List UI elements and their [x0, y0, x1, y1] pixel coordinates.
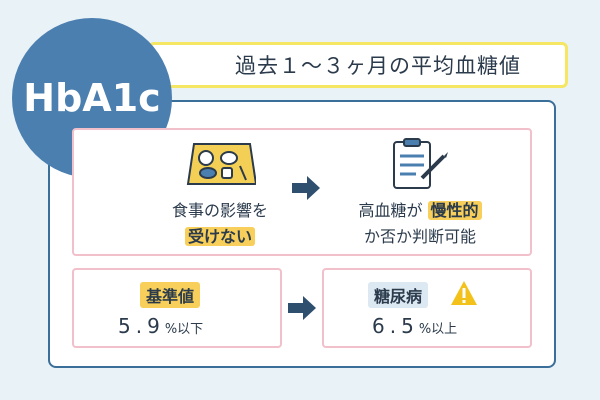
left-caption: 食事の影響を 受けない	[150, 198, 290, 250]
left-caption-line1: 食事の影響を	[171, 201, 268, 220]
title-bar: 過去１〜３ヶ月の平均血糖値	[148, 42, 568, 88]
diabetes-unit: %以上	[418, 322, 458, 337]
diabetes-label: 糖尿病	[368, 282, 429, 308]
diabetes-value: 6.5%以上	[372, 314, 457, 338]
reference-label: 基準値	[140, 282, 201, 308]
left-caption-highlight: 受けない	[184, 227, 255, 246]
reference-unit: %以下	[164, 322, 204, 337]
diabetes-panel	[322, 268, 532, 348]
page-title: 過去１〜３ヶ月の平均血糖値	[235, 54, 521, 78]
reference-value: 5.9%以下	[118, 314, 203, 338]
right-caption-highlight: 慢性的	[427, 201, 482, 220]
clipboard-icon	[393, 138, 448, 189]
diabetes-number: 6.5	[372, 314, 419, 338]
right-caption: 高血糖が 慢性的 か否か判断可能	[340, 198, 500, 250]
arrow-right-icon	[288, 296, 316, 320]
right-caption-line2: か否か判断可能	[363, 227, 476, 246]
right-caption-prefix: 高血糖が	[358, 201, 423, 220]
reference-number: 5.9	[118, 314, 165, 338]
meal-tray-icon	[186, 143, 256, 185]
arrow-right-icon	[292, 176, 320, 200]
reference-panel	[72, 268, 282, 348]
warning-icon	[451, 281, 477, 305]
badge-label: HbA1c	[23, 76, 161, 120]
